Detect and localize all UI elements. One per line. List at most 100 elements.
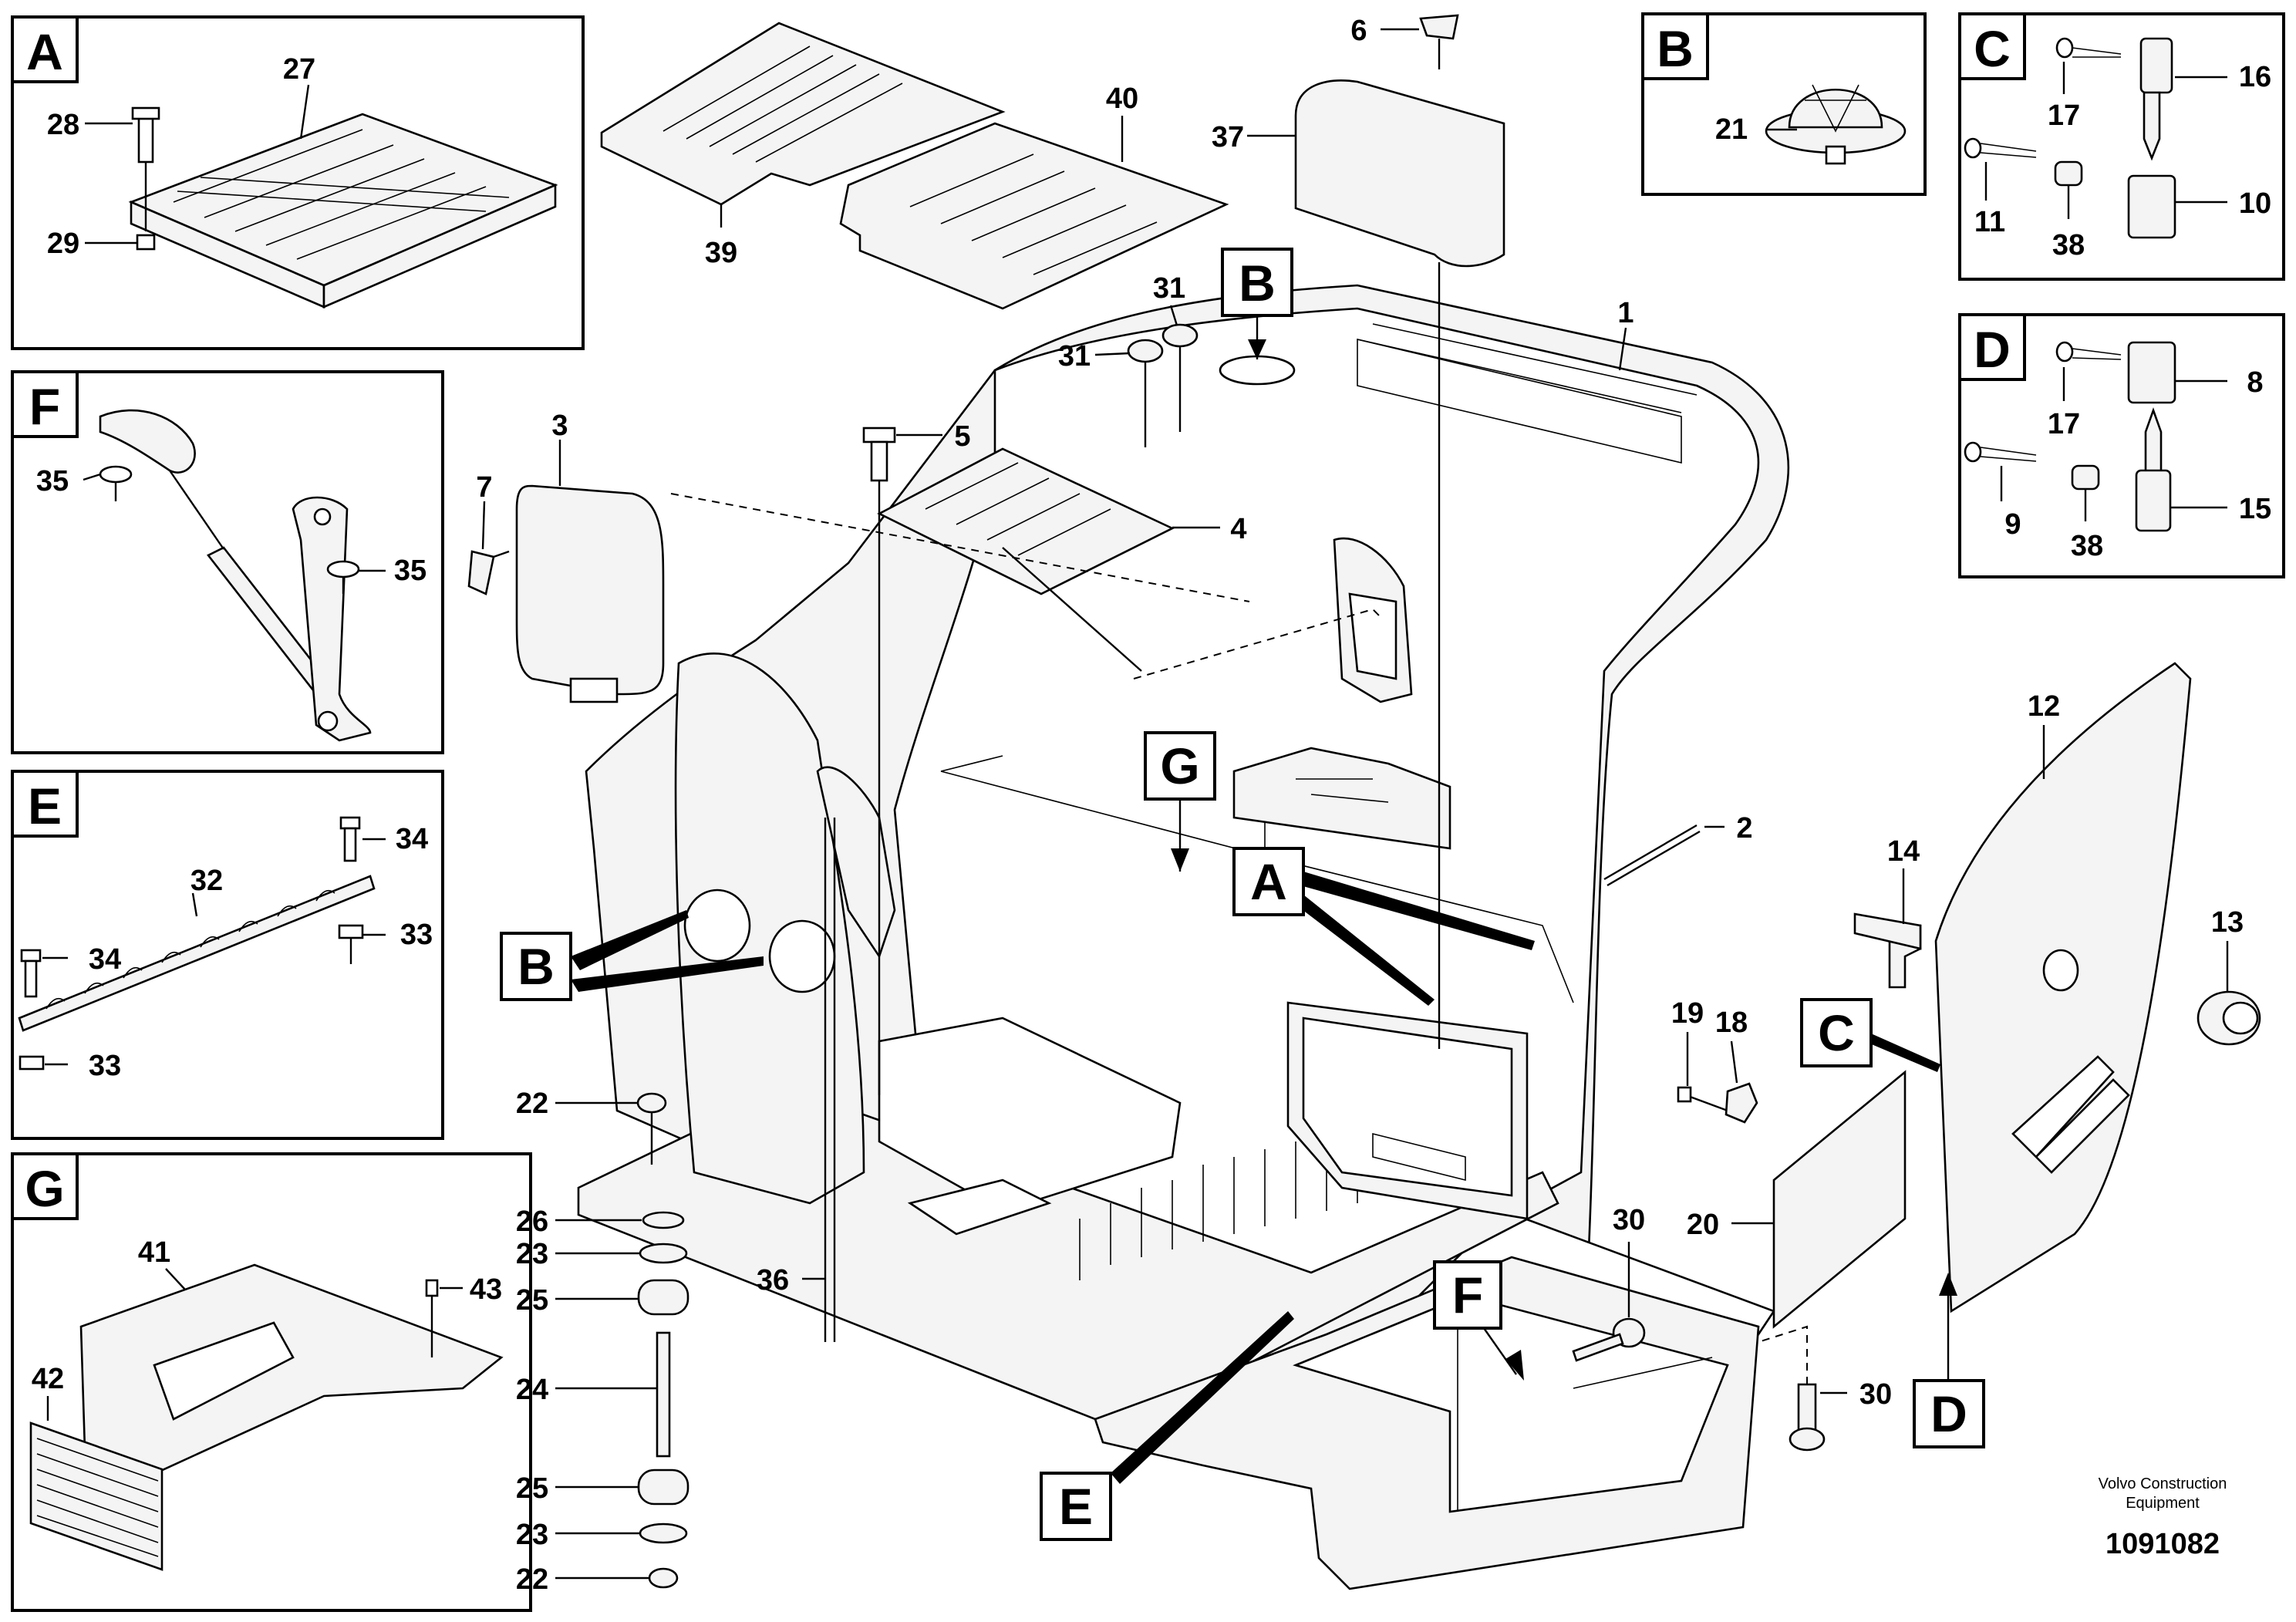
detail-panel-g: G 41 43 42 bbox=[11, 1152, 532, 1612]
serrated-strip-32 bbox=[18, 875, 376, 1032]
label-38-c: 38 bbox=[2052, 229, 2085, 261]
handle-7 bbox=[467, 550, 510, 595]
washer-35-upper bbox=[99, 465, 133, 501]
bolt-5 bbox=[862, 427, 896, 1095]
knob-18 bbox=[1725, 1082, 1758, 1124]
label-26: 26 bbox=[516, 1206, 548, 1238]
washer-23-lower bbox=[639, 1523, 688, 1544]
cover-plate-41 bbox=[79, 1263, 504, 1482]
label-30-upper: 30 bbox=[1613, 1204, 1645, 1236]
spacer-38-c bbox=[2054, 160, 2083, 187]
label-16: 16 bbox=[2239, 61, 2271, 93]
label-8: 8 bbox=[2247, 366, 2263, 399]
floor-mat-40 bbox=[839, 122, 1229, 310]
rear-window-vent bbox=[1333, 537, 1413, 703]
callout-e: E bbox=[1040, 1311, 1294, 1541]
window-panel-3 bbox=[515, 484, 665, 703]
label-5: 5 bbox=[954, 420, 970, 453]
screw-17-d bbox=[2055, 341, 2122, 363]
label-11: 11 bbox=[1974, 206, 2005, 238]
label-37: 37 bbox=[1212, 121, 1244, 153]
washer-23-upper bbox=[639, 1243, 688, 1264]
spacer-38-d bbox=[2071, 464, 2100, 491]
grille-42 bbox=[29, 1421, 164, 1571]
label-29: 29 bbox=[47, 228, 79, 260]
label-31-right: 31 bbox=[1153, 272, 1185, 305]
storage-box-37 bbox=[1294, 79, 1505, 268]
label-15: 15 bbox=[2239, 493, 2271, 525]
callout-c: C bbox=[1800, 998, 1940, 1072]
label-9: 9 bbox=[2004, 508, 2021, 541]
door-stay-bracket bbox=[292, 496, 372, 742]
bushing-25-upper bbox=[637, 1279, 689, 1316]
label-32: 32 bbox=[190, 865, 223, 897]
brand-line-2: Equipment bbox=[2126, 1495, 2200, 1512]
label-28: 28 bbox=[47, 109, 79, 141]
label-42: 42 bbox=[32, 1363, 64, 1395]
label-34-left: 34 bbox=[89, 943, 121, 976]
detail-panel-f: F 35 35 bbox=[11, 370, 444, 754]
bracket-14 bbox=[1853, 912, 1922, 989]
label-19: 19 bbox=[1671, 997, 1704, 1030]
plug-31-a bbox=[1127, 339, 1164, 447]
svg-text:G: G bbox=[1160, 737, 1199, 794]
svg-text:C: C bbox=[1818, 1004, 1855, 1061]
cap-22-upper bbox=[636, 1092, 667, 1114]
callout-d: D bbox=[1913, 1273, 1985, 1448]
screw-43 bbox=[425, 1279, 439, 1357]
hinge-pin-15 bbox=[2135, 407, 2172, 532]
washer-26 bbox=[642, 1211, 685, 1229]
label-31-left: 31 bbox=[1058, 340, 1091, 373]
label-17-d: 17 bbox=[2048, 408, 2080, 440]
svg-text:D: D bbox=[1930, 1385, 1967, 1442]
label-34-right: 34 bbox=[396, 823, 428, 855]
label-41: 41 bbox=[138, 1236, 170, 1269]
label-4: 4 bbox=[1230, 513, 1246, 545]
bolt-30-a bbox=[1572, 1317, 1646, 1362]
grommet-21 bbox=[1765, 84, 1907, 165]
washer-35-lower bbox=[326, 560, 360, 594]
label-25-upper: 25 bbox=[516, 1284, 548, 1317]
label-7: 7 bbox=[476, 471, 492, 504]
detail-panel-c: C 16 17 10 11 38 bbox=[1958, 12, 2285, 281]
label-14: 14 bbox=[1887, 835, 1920, 868]
rod-2 bbox=[1603, 824, 1701, 887]
label-39: 39 bbox=[705, 237, 737, 269]
side-door-panel-12 bbox=[1934, 662, 2192, 1313]
label-6: 6 bbox=[1350, 15, 1367, 47]
callout-g: G bbox=[1144, 731, 1216, 872]
mount-stack bbox=[636, 1092, 689, 1589]
detail-panel-e: E 34 32 33 34 33 bbox=[11, 770, 444, 1140]
hinge-leaf-8 bbox=[2127, 341, 2176, 404]
label-3: 3 bbox=[551, 410, 568, 442]
bolt-30-b bbox=[1758, 1325, 1826, 1452]
label-21: 21 bbox=[1715, 113, 1748, 146]
panel-a-letter: A bbox=[26, 23, 63, 80]
cab-left-pillar bbox=[674, 653, 896, 1205]
label-30-lower: 30 bbox=[1859, 1378, 1892, 1411]
svg-text:B: B bbox=[1239, 255, 1276, 312]
nut-33-left bbox=[19, 1055, 45, 1071]
nut-22-lower bbox=[648, 1567, 679, 1589]
detail-panel-a: A 27 28 29 bbox=[11, 15, 585, 350]
panel-f-letter: F bbox=[29, 378, 60, 435]
label-12: 12 bbox=[2028, 690, 2060, 723]
panel-e-letter: E bbox=[28, 777, 62, 835]
label-33-right: 33 bbox=[400, 919, 433, 951]
callout-b-left: B bbox=[500, 910, 764, 1001]
bolt-28 bbox=[131, 106, 160, 231]
label-22-upper: 22 bbox=[516, 1088, 548, 1120]
detail-panel-b: B 21 bbox=[1641, 12, 1927, 196]
label-2: 2 bbox=[1736, 812, 1752, 845]
detail-panel-d: D 8 17 15 9 38 bbox=[1958, 313, 2285, 578]
label-22-lower: 22 bbox=[516, 1563, 548, 1596]
label-33-left: 33 bbox=[89, 1050, 121, 1082]
bolt-34-right bbox=[339, 816, 361, 862]
callout-f: F bbox=[1433, 1260, 1524, 1381]
stud-24 bbox=[656, 1331, 671, 1458]
door-stay-rod bbox=[99, 409, 333, 696]
label-23-lower: 23 bbox=[516, 1519, 548, 1551]
callout-b-top: B bbox=[1221, 248, 1293, 359]
label-23-upper: 23 bbox=[516, 1238, 548, 1270]
